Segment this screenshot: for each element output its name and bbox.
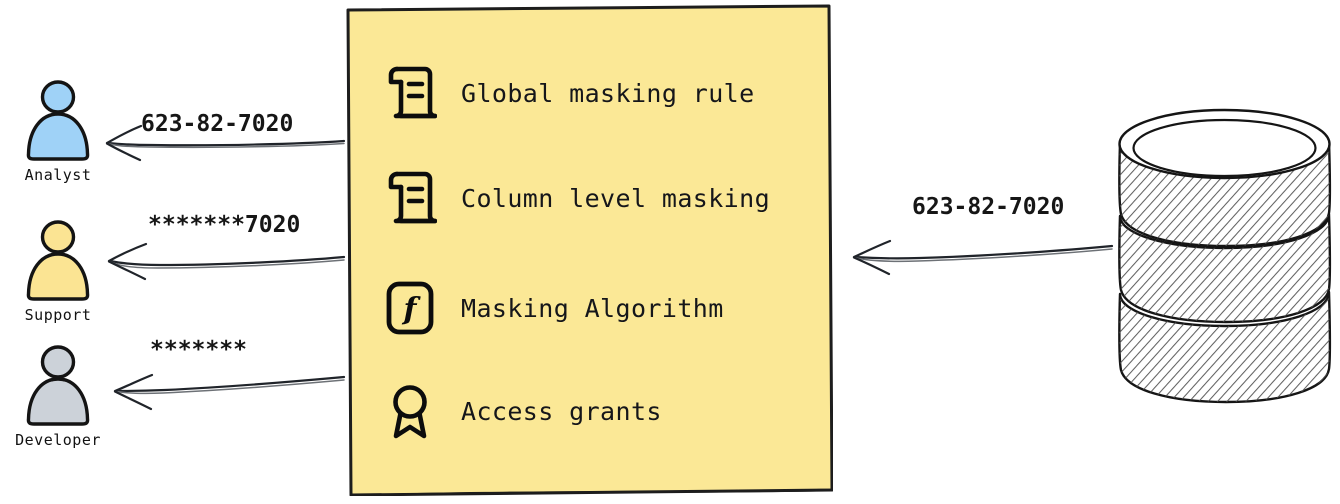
policy-item-masking-algorithm[interactable]: f Masking Algorithm	[383, 279, 724, 337]
arrow-to-developer	[113, 373, 346, 411]
avatar	[17, 343, 99, 429]
svg-text:f: f	[402, 292, 422, 327]
function-icon: f	[386, 281, 434, 335]
actor-analyst[interactable]: Analyst	[0, 78, 118, 184]
database-node[interactable]	[1108, 104, 1340, 406]
arrow-label-database-value: 623-82-7020	[912, 194, 1065, 220]
arrow-label-support-value: *******7020	[148, 212, 301, 238]
policy-item-label: Access grants	[461, 396, 662, 426]
arrow-db-to-policy	[852, 239, 1114, 276]
actor-label: Analyst	[24, 166, 92, 184]
arrow-label-analyst-value: 623-82-7020	[141, 111, 294, 137]
policy-item-access-grants[interactable]: Access grants	[383, 382, 662, 440]
policy-item-list: Global masking rule Column level masking…	[345, 4, 833, 496]
policy-item-label: Global masking rule	[461, 78, 755, 108]
policy-box: Global masking rule Column level masking…	[345, 4, 833, 496]
actor-label: Support	[24, 306, 92, 324]
award-icon	[393, 385, 427, 439]
database-cylinder-icon	[1118, 108, 1332, 404]
avatar	[17, 218, 99, 304]
policy-item-label: Masking Algorithm	[461, 293, 724, 323]
policy-box-background	[346, 4, 833, 496]
actor-support[interactable]: Support	[0, 218, 118, 324]
avatar	[17, 78, 99, 164]
scroll-icon	[388, 171, 437, 224]
arrow-label-developer-value: *******	[150, 337, 247, 363]
scroll-icon	[388, 66, 437, 119]
arrow-to-analyst	[105, 124, 346, 162]
arrow-to-support	[107, 242, 346, 281]
policy-item-column-level-masking[interactable]: Column level masking	[383, 169, 770, 227]
policy-item-global-masking-rule[interactable]: Global masking rule	[383, 64, 755, 122]
actor-label: Developer	[15, 431, 101, 449]
policy-item-label: Column level masking	[461, 183, 771, 213]
actor-developer[interactable]: Developer	[0, 343, 118, 449]
